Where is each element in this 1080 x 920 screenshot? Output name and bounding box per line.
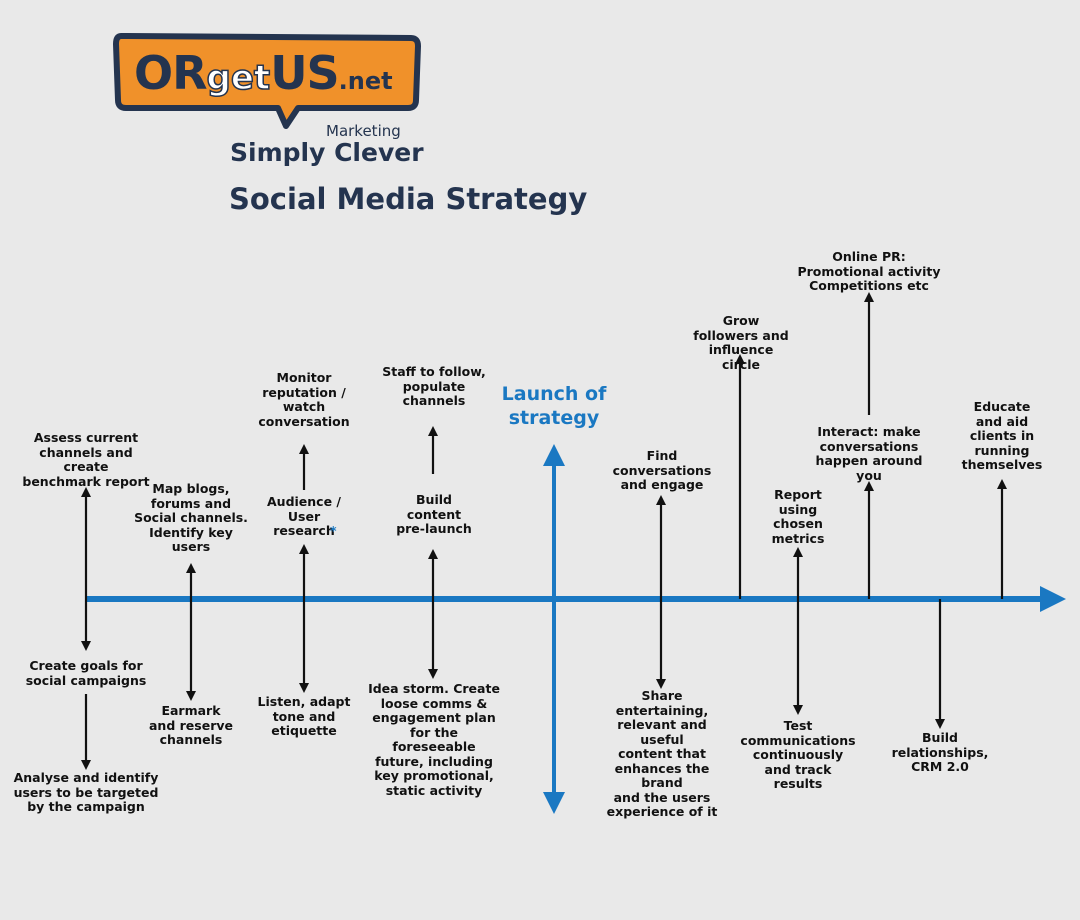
launch-arrow-up xyxy=(543,444,565,466)
step-test: Test communications continuously and tra… xyxy=(740,718,856,791)
step-map: Map blogs, forums and Social channels. I… xyxy=(134,481,248,554)
step-grow: Grow followers and influence circle xyxy=(693,313,789,372)
step-share: Share entertaining, relevant and useful … xyxy=(606,688,718,819)
tagline-simply-clever: Simply Clever xyxy=(230,138,424,167)
step-audience-group: Audience / User research * xyxy=(249,494,359,539)
step-find: Find conversations and engage xyxy=(612,448,712,492)
step-analyse: Analyse and identify users to be targete… xyxy=(13,770,159,814)
step-educate: Educate and aid clients in running thems… xyxy=(961,399,1043,472)
step-report: Report using chosen metrics xyxy=(771,487,825,546)
step-listen: Listen, adapt tone and etiquette xyxy=(257,694,351,738)
step-monitor: Monitor reputation / watch conversation xyxy=(258,370,350,429)
logo-net: .net xyxy=(338,67,393,95)
launch-arrow-down xyxy=(543,792,565,814)
step-earmark: Earmark and reserve channels xyxy=(149,703,233,747)
asterisk-mark: * xyxy=(330,523,337,538)
tagline-marketing: Marketing xyxy=(326,122,401,140)
step-relationships: Build relationships, CRM 2.0 xyxy=(891,730,989,774)
step-pr: Online PR: Promotional activity Competit… xyxy=(797,249,941,293)
step-goals: Create goals for social campaigns xyxy=(25,658,147,688)
step-interact: Interact: make conversations happen arou… xyxy=(815,424,923,483)
step-audience: Audience / User research xyxy=(267,494,341,538)
logo-wordmark: ORgetUS.net xyxy=(134,46,404,100)
step-idea: Idea storm. Create loose comms & engagem… xyxy=(368,681,500,798)
timeline-arrowhead xyxy=(1040,586,1066,612)
step-staff: Staff to follow, populate channels xyxy=(382,364,486,408)
launch-label: Launch of strategy xyxy=(501,383,607,429)
step-build-content: Build content pre-launch xyxy=(396,492,472,536)
logo-speech-bubble xyxy=(113,33,421,129)
logo-badge xyxy=(113,33,421,129)
logo-get: get xyxy=(206,57,271,99)
logo-or: OR xyxy=(134,46,208,100)
page-title: Social Media Strategy xyxy=(229,182,588,216)
logo-us: US xyxy=(270,46,339,100)
step-assess: Assess current channels and create bench… xyxy=(22,430,150,489)
